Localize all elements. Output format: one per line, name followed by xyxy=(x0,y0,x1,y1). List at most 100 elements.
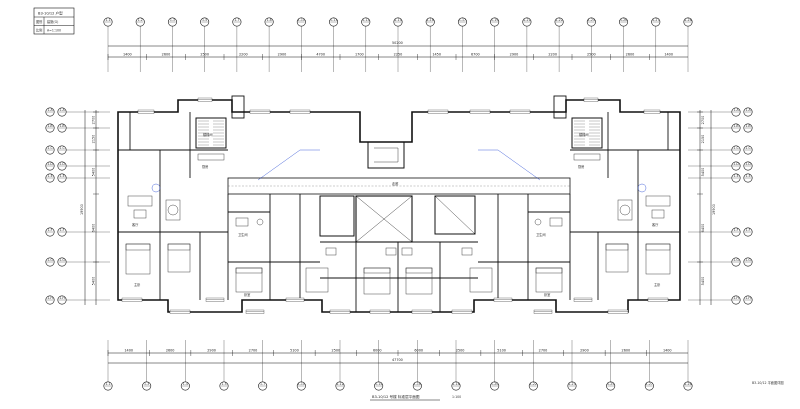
axis-bubble: 1-2 xyxy=(135,17,145,27)
axis-bubble: 1-5 xyxy=(219,381,229,391)
axis-bubble-label: 1-5 xyxy=(221,382,226,386)
axis-bubble-label: 1-27 xyxy=(652,18,659,22)
dimension-value: 2500 xyxy=(587,53,596,57)
axis-bubble-label: 1-E xyxy=(745,174,750,178)
axis-bubble: 1-1 xyxy=(103,381,113,391)
axis-bubble: 1-F xyxy=(45,227,55,237)
axis-bubble: 1-10 xyxy=(296,381,306,391)
drawing-caption: B3-10/12 号楼 标准层平面图 1:100 xyxy=(370,394,461,401)
axis-bubble: 1-B xyxy=(743,123,753,133)
axis-bubble: 1-A xyxy=(743,107,753,117)
axis-bubble-label: 1-H xyxy=(745,296,751,300)
dimension-value: 1400 xyxy=(663,349,672,353)
axis-bubble: 1-23 xyxy=(567,381,577,391)
bottom-total-dimension: 47700 xyxy=(392,358,403,362)
axis-bubble-label: 1-7 xyxy=(260,382,265,386)
axis-bubble: 1-B xyxy=(731,123,741,133)
axis-bubble: 1-17 xyxy=(457,17,467,27)
axis-bubble: 1-E xyxy=(57,173,67,183)
title-block-row-value: 建施(G) xyxy=(47,19,58,24)
dimension-value: 1400 xyxy=(123,53,132,57)
axis-bubble: 1-11 xyxy=(329,17,339,27)
axis-bubble: 1-D xyxy=(731,161,741,171)
dimension-value: 2700 xyxy=(539,349,548,353)
axis-bubble: 1-A xyxy=(57,107,67,117)
axis-bubble-label: 1-D xyxy=(47,162,53,166)
title-block-row-label: 图别 xyxy=(36,19,42,24)
dimension-value: 2600 xyxy=(622,349,631,353)
room-label-bedroom: 卧室 xyxy=(244,292,250,297)
axis-bubble-label: 1-28 xyxy=(684,382,691,386)
room-label-bath: 卫生间 xyxy=(238,232,248,237)
dimension-value: 5100 xyxy=(497,349,506,353)
right-total-dimension: 19900 xyxy=(712,204,716,215)
axis-bubble-label: 1-F xyxy=(745,228,750,232)
axis-bubble: 1-F xyxy=(743,227,753,237)
axis-bubble: 1-A xyxy=(45,107,55,117)
axis-bubble: 1-25 xyxy=(606,381,616,391)
axis-bubble: 1-H xyxy=(731,295,741,305)
side-note: B3-10/12 平面图详图 xyxy=(752,380,784,385)
dimension-value: 5400 xyxy=(92,168,96,177)
axis-bubble: 1-15 xyxy=(393,17,403,27)
axis-bubble-label: 1-16 xyxy=(427,18,434,22)
axis-bubble-label: 1-B xyxy=(745,124,750,128)
axis-bubble-label: 1-C xyxy=(733,146,739,150)
axis-bubble-label: 1-F xyxy=(733,228,738,232)
dimension-value: 5400 xyxy=(92,277,96,286)
axis-bubble: 1-E xyxy=(45,173,55,183)
axis-bubble: 1-12 xyxy=(335,381,345,391)
axis-bubble-label: 1-22 xyxy=(555,18,562,22)
top-total-dimension: 50200 xyxy=(392,41,403,45)
room-label-stair: 楼梯间 xyxy=(579,132,589,137)
axis-bubble: 1-14 xyxy=(374,381,384,391)
axis-bubble-label: 1-7 xyxy=(234,18,239,22)
axis-bubble-label: 1-24 xyxy=(588,18,595,22)
dimension-value: 2700 xyxy=(92,116,96,125)
axis-bubble: 1-F xyxy=(57,227,67,237)
axis-bubble: 1-10 xyxy=(296,17,306,27)
axis-bubble-label: 1-16 xyxy=(414,382,421,386)
axis-bubble: 1-G xyxy=(45,257,55,267)
axis-bubble: 1-28 xyxy=(683,17,693,27)
axis-bubble: 1-3 xyxy=(142,381,152,391)
room-label-bath: 卫生间 xyxy=(536,232,546,237)
dimension-value: 5100 xyxy=(290,349,299,353)
axis-bubble: 1-18 xyxy=(451,381,461,391)
axis-bubble: 1-16 xyxy=(425,17,435,27)
axis-bubble-label: 1-D xyxy=(745,162,751,166)
blue-annotations xyxy=(151,149,647,193)
dimension-value: 2900 xyxy=(510,53,519,57)
axis-bubble-label: 1-3 xyxy=(170,18,175,22)
axis-bubble-label: 1-12 xyxy=(336,382,343,386)
floor-caption: B3-10/12 号楼 标准层平面图 xyxy=(372,394,420,399)
axis-bubble-label: 1-C xyxy=(59,146,65,150)
window-openings xyxy=(121,97,669,314)
axis-bubble: 1-C xyxy=(743,145,753,155)
axis-bubble-label: 1-C xyxy=(47,146,53,150)
axis-bubble: 1-G xyxy=(743,257,753,267)
title-block-row-label: 比例 xyxy=(36,28,42,33)
room-label-corridor: 走廊 xyxy=(392,181,399,186)
dimension-value: 6700 xyxy=(471,53,480,57)
axis-bubble: 1-20 xyxy=(490,381,500,391)
axis-bubble: 1-21 xyxy=(522,17,532,27)
axis-bubble: 1-G xyxy=(731,257,741,267)
room-label-bedroom: 主卧 xyxy=(134,282,141,287)
dimension-value: 1700 xyxy=(355,53,364,57)
axis-bubble-label: 1-G xyxy=(745,258,751,262)
axis-bubble: 1-16 xyxy=(412,381,422,391)
dimension-value: 1400 xyxy=(124,349,133,353)
dimension-value: 2900 xyxy=(580,349,589,353)
dimension-value: 2600 xyxy=(166,349,175,353)
title-block-row-value: A=1:100 xyxy=(47,29,61,33)
building-outline xyxy=(117,95,681,313)
axis-bubble: 1-7 xyxy=(258,381,268,391)
axis-bubble-label: 1-26 xyxy=(620,18,627,22)
dimension-value: 2500 xyxy=(200,53,209,57)
axis-bubble-label: 1-F xyxy=(59,228,64,232)
dimension-value: 6400 xyxy=(701,224,705,233)
axis-bubble-label: 1-3 xyxy=(144,382,149,386)
axis-bubble: 1-A xyxy=(731,107,741,117)
